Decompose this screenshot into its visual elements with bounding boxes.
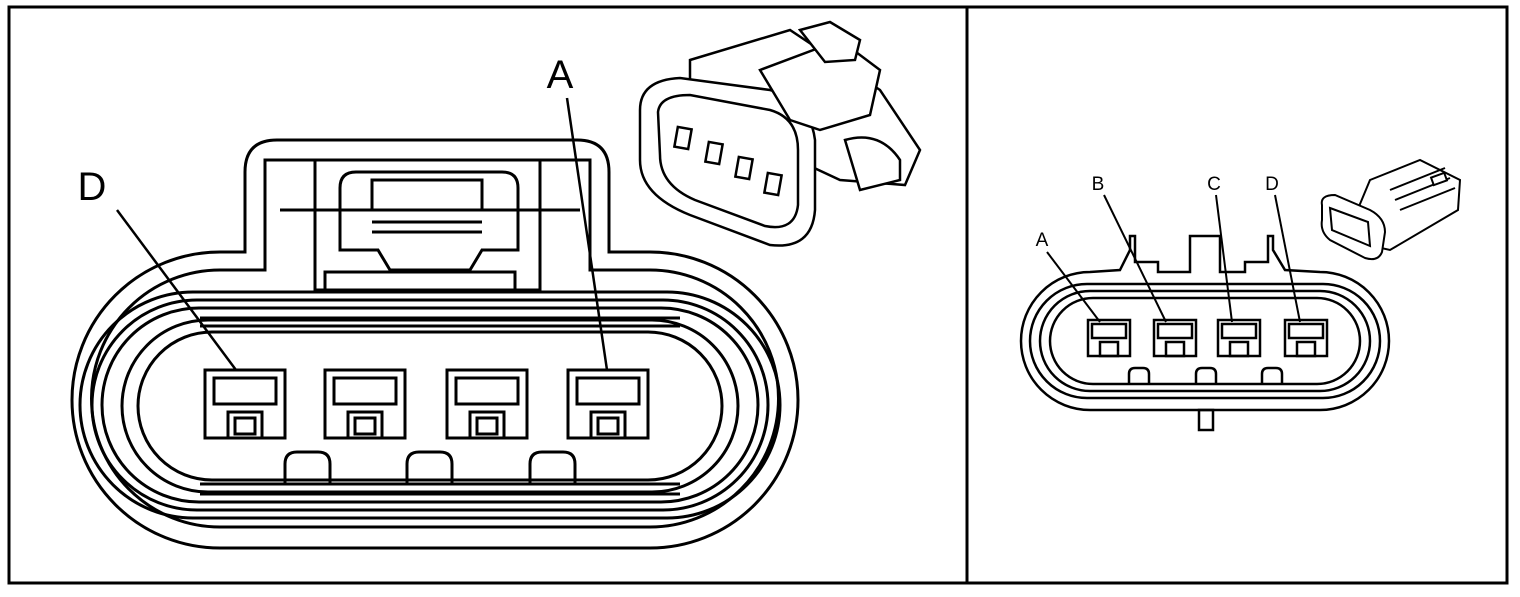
- right-terminal-c: [1216, 318, 1262, 358]
- right-key-2: [1194, 366, 1218, 384]
- right-terminal-b: [1152, 318, 1198, 358]
- right-callout-c: C: [1207, 174, 1221, 195]
- right-connector-isometric-thumbnail: [1320, 158, 1462, 261]
- right-key-1: [1127, 366, 1151, 384]
- right-leader-b: [1103, 194, 1167, 323]
- left-connector-seal-ring-2: [90, 298, 770, 512]
- left-terminal-a: [566, 368, 650, 440]
- left-connector-cavity-ring-2: [136, 330, 724, 482]
- right-leader-d: [1274, 194, 1301, 323]
- left-latch-base: [323, 270, 517, 292]
- left-connector-shell-inner: [90, 158, 780, 529]
- left-key-3: [528, 450, 577, 484]
- right-connector-seal-ring-1: [1028, 282, 1382, 400]
- left-connector-isometric-thumbnail: [638, 20, 922, 247]
- left-key-1: [283, 450, 332, 484]
- left-terminal-d: [203, 368, 287, 440]
- left-connector-seal-ring-1: [78, 290, 782, 520]
- left-connector-outer-shell: [70, 138, 800, 550]
- right-terminal-d: [1283, 318, 1329, 358]
- left-key-2: [405, 450, 454, 484]
- right-leader-c: [1215, 194, 1233, 323]
- left-callout-d: D: [78, 165, 107, 209]
- left-connector-cavity-ring-1: [120, 318, 740, 494]
- right-leader-a: [1046, 251, 1101, 323]
- right-callout-d: D: [1265, 174, 1279, 195]
- right-connector-bottom-tab: [1197, 408, 1215, 432]
- right-key-3: [1260, 366, 1284, 384]
- right-terminal-a: [1086, 318, 1132, 358]
- left-terminal-c: [323, 368, 407, 440]
- left-latch: [338, 170, 520, 272]
- right-callout-b: B: [1092, 174, 1105, 195]
- left-terminal-b: [445, 368, 529, 440]
- right-connector-cavity-ring: [1048, 296, 1362, 386]
- left-connector-face: [70, 97, 800, 550]
- right-connector-face: [1019, 194, 1391, 432]
- left-leader-d: [115, 209, 238, 371]
- left-leader-a: [565, 97, 609, 371]
- right-connector-seal-ring-2: [1038, 289, 1372, 393]
- left-connector-seal-ring-3: [100, 306, 760, 504]
- right-connector-outer-shell: [1019, 234, 1391, 412]
- left-callout-a: A: [547, 53, 574, 97]
- right-callout-a: A: [1036, 230, 1049, 251]
